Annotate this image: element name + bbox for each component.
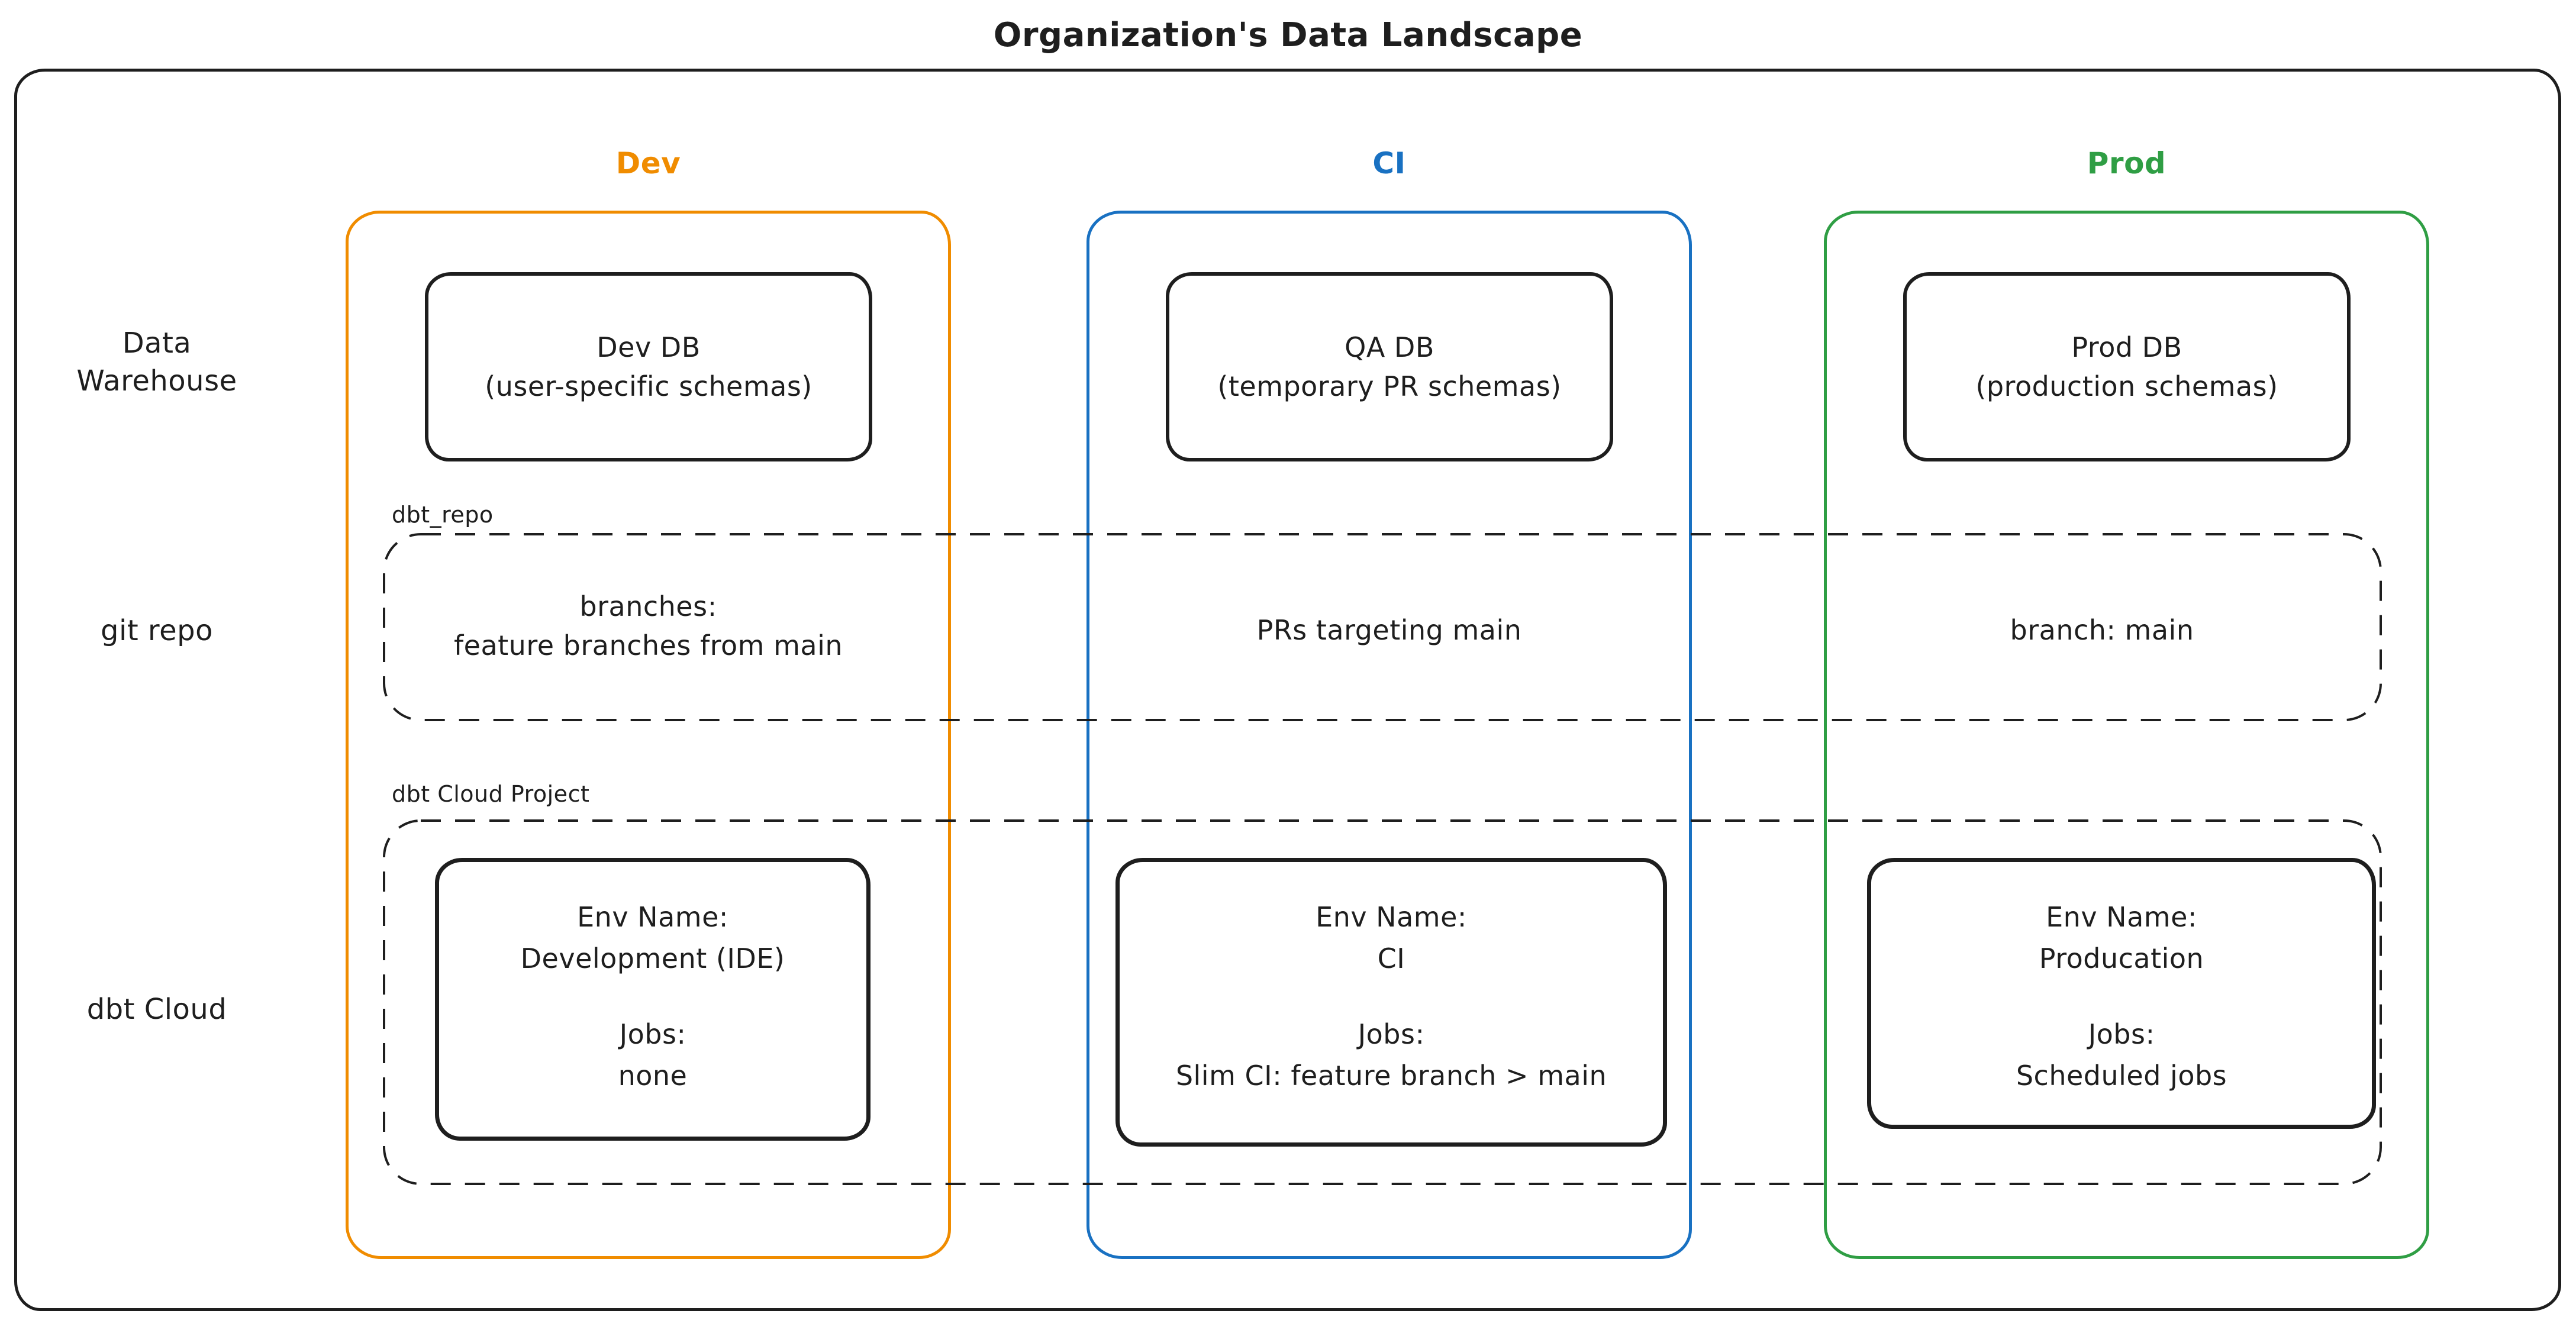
row-label-git-repo: git repo [101, 614, 213, 647]
ci-column-box [1087, 211, 1692, 1259]
dev-db-schemas: (user-specific schemas) [485, 370, 813, 402]
git-branch-prod-text: branch: main [2010, 614, 2194, 646]
qa-db-box: QA DB (temporary PR schemas) [1166, 272, 1613, 461]
git-branches-dev-line2: feature branches from main [453, 630, 843, 661]
git-branches-dev-line1: branches: [579, 590, 717, 622]
prod-db-box: Prod DB (production schemas) [1903, 272, 2351, 461]
prod-env-value: Producation [2039, 942, 2204, 974]
prod-jobs-value: Scheduled jobs [2016, 1060, 2227, 1092]
qa-db-schemas: (temporary PR schemas) [1217, 370, 1562, 402]
ci-env-title: Env Name: [1316, 901, 1467, 933]
dbt-cloud-project-label: dbt Cloud Project [392, 781, 590, 807]
ci-jobs-title: Jobs: [1358, 1018, 1425, 1050]
dbt-repo-label: dbt_repo [392, 502, 494, 528]
dev-env-value: Development (IDE) [520, 942, 785, 974]
diagram-title: Organization's Data Landscape [993, 16, 1583, 54]
prod-env-title: Env Name: [2046, 901, 2197, 933]
row-label-data-warehouse: Data Warehouse [30, 324, 284, 400]
ci-env-value: CI [1377, 942, 1405, 974]
qa-db-name: QA DB [1345, 331, 1434, 363]
dev-db-name: Dev DB [597, 331, 701, 363]
git-branches-dev-text: branches: feature branches from main [346, 587, 951, 665]
column-header-prod: Prod [2087, 146, 2166, 180]
prod-column-box [1824, 211, 2429, 1259]
column-header-ci: CI [1372, 146, 1406, 180]
prod-db-schemas: (production schemas) [1975, 370, 2278, 402]
ci-env-box: Env Name: CI Jobs: Slim CI: feature bran… [1115, 858, 1667, 1147]
dev-db-box: Dev DB (user-specific schemas) [425, 272, 872, 461]
dev-env-title: Env Name: [577, 901, 728, 933]
dev-column-box [346, 211, 951, 1259]
row-label-dbt-cloud: dbt Cloud [86, 993, 227, 1026]
row-label-data-warehouse-line1: Data [122, 327, 192, 360]
row-label-data-warehouse-line2: Warehouse [76, 364, 237, 398]
dev-jobs-value: none [618, 1060, 688, 1092]
prod-db-name: Prod DB [2071, 331, 2182, 363]
column-header-dev: Dev [615, 146, 681, 180]
dev-jobs-title: Jobs: [619, 1018, 686, 1050]
outer-frame [14, 69, 2561, 1311]
git-prs-ci-text: PRs targeting main [1256, 614, 1522, 646]
dev-env-box: Env Name: Development (IDE) Jobs: none [435, 858, 871, 1141]
ci-jobs-value: Slim CI: feature branch > main [1175, 1060, 1607, 1092]
prod-jobs-title: Jobs: [2088, 1018, 2155, 1050]
prod-env-box: Env Name: Producation Jobs: Scheduled jo… [1867, 858, 2376, 1129]
